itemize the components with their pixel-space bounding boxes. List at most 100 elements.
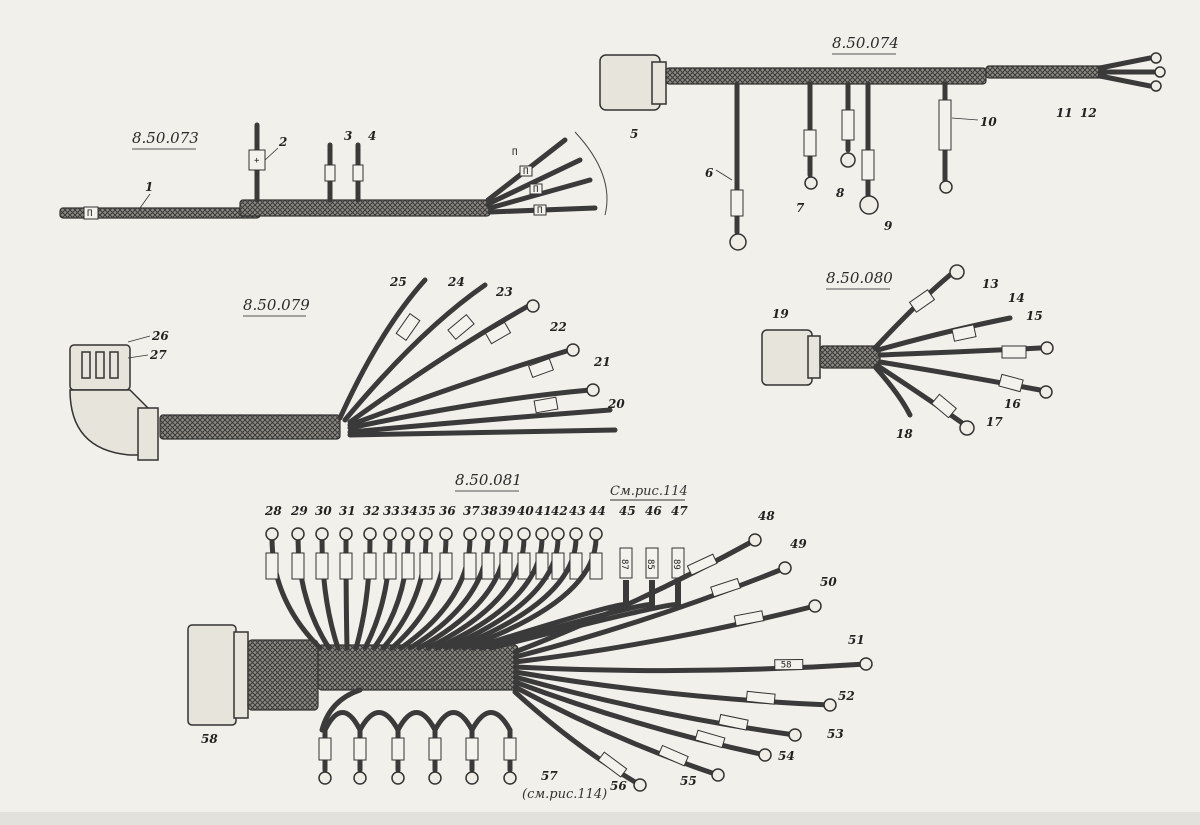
wire-branch — [512, 669, 833, 708]
callout-10: 10 — [980, 115, 997, 129]
sleeve-tag: 89 — [671, 559, 681, 570]
wire-loop — [395, 710, 438, 733]
callout-23: 23 — [495, 285, 513, 299]
wire-loop — [357, 710, 401, 733]
wire-branch — [380, 535, 429, 651]
wire-branch — [512, 537, 758, 655]
callout-11: 11 — [1056, 106, 1073, 120]
wire-sleeve — [745, 690, 776, 705]
callout-40: 40 — [517, 504, 534, 518]
wire-sleeve — [339, 552, 353, 580]
ring-terminal — [535, 527, 549, 541]
connector-5 — [599, 54, 661, 111]
callout-41: 41 — [535, 504, 552, 518]
ring-terminal — [517, 527, 531, 541]
wire-sleeve — [517, 552, 531, 580]
wire-branch — [434, 535, 545, 651]
ring-terminal — [291, 527, 305, 541]
wire-sleeve — [694, 729, 726, 749]
callout-27: 27 — [149, 348, 167, 362]
wire-sleeve — [657, 744, 689, 767]
ring-terminal — [428, 771, 442, 785]
ring-terminal — [363, 527, 377, 541]
callout-55: 55 — [680, 774, 697, 788]
harness-trunk — [239, 199, 491, 217]
wire-branch — [269, 535, 323, 651]
ring-terminal — [758, 748, 772, 762]
callout-18: 18 — [896, 427, 913, 441]
page-bottom-edge — [0, 812, 1200, 825]
wire-branch — [512, 603, 818, 665]
callout-52: 52 — [838, 689, 855, 703]
wire-sleeve — [318, 737, 332, 761]
svg-text:П: П — [523, 167, 528, 177]
ring-terminal — [383, 527, 397, 541]
callout-20: 20 — [607, 397, 625, 411]
wire-sleeve — [733, 610, 765, 627]
wire-sleeve — [391, 737, 405, 761]
callout-17: 17 — [986, 415, 1003, 429]
pin-terminal — [675, 580, 681, 608]
callout-49: 49 — [790, 537, 807, 551]
ring-terminal — [499, 527, 513, 541]
callout-48: 48 — [758, 509, 775, 523]
connector-19 — [761, 329, 813, 386]
top-wire-branches — [265, 527, 685, 651]
wire-branch — [416, 535, 509, 651]
sleeve-tag: 87 — [619, 559, 629, 570]
wire-branch — [362, 535, 393, 651]
ring-terminal — [318, 771, 332, 785]
callout-45: 45 — [619, 504, 636, 518]
callout-47: 47 — [671, 504, 688, 518]
callout-15: 15 — [1026, 309, 1043, 323]
ring-terminal — [551, 527, 565, 541]
harness-8-50-073: 8.50.073 П + П П П П 1 2 3 4 — [59, 122, 608, 220]
ring-terminal — [503, 771, 517, 785]
wire-sleeve — [589, 552, 603, 580]
callout-24: 24 — [447, 275, 465, 289]
harness-8-50-079: 8.50.079 20 21 22 23 24 25 26 — [69, 275, 625, 461]
wire-sleeve — [774, 659, 804, 671]
wire-sleeve — [503, 737, 517, 761]
callout-50: 50 — [820, 575, 837, 589]
wire-sleeve — [383, 552, 397, 580]
wire-loop — [322, 710, 363, 733]
ring-terminal — [463, 527, 477, 541]
wire-branch — [353, 535, 373, 651]
wire-sleeve — [686, 553, 718, 576]
ring-terminal — [778, 561, 792, 575]
wire-loop — [469, 710, 513, 733]
part-number-label: 8.50.080 — [826, 269, 893, 287]
callout-46: 46 — [645, 504, 662, 518]
wire-sleeve — [710, 577, 742, 598]
wire-sleeve — [363, 552, 377, 580]
harness-trunk — [665, 67, 987, 85]
callout-36: 36 — [439, 504, 456, 518]
callout-7: 7 — [796, 201, 805, 215]
wire-sleeve — [569, 552, 583, 580]
callout-51: 51 — [848, 633, 865, 647]
wire-branch — [343, 535, 350, 651]
wire-sleeve — [401, 552, 415, 580]
ring-terminal — [265, 527, 279, 541]
callout-31: 31 — [339, 504, 356, 518]
wire-sleeve — [291, 552, 305, 580]
wire-sleeve — [419, 552, 433, 580]
figure-reference-note-bottom: (см.рис.114) — [522, 787, 607, 802]
callout-29: 29 — [290, 504, 308, 518]
callout-39: 39 — [499, 504, 516, 518]
harness-8-50-074: 8.50.074 5 6 7 8 9 10 — [599, 34, 1166, 251]
figure-reference-note: См.рис.114 — [610, 484, 688, 499]
wire-sleeve — [315, 552, 329, 580]
wire-sleeve — [353, 737, 367, 761]
callout-3: 3 — [344, 129, 352, 143]
svg-text:П: П — [512, 148, 517, 158]
wire-branch — [398, 535, 473, 651]
callout-30: 30 — [315, 504, 332, 518]
part-number-label: 8.50.074 — [832, 34, 899, 52]
callout-19: 19 — [772, 307, 789, 321]
ring-terminal — [465, 771, 479, 785]
callout-14: 14 — [1008, 291, 1025, 305]
